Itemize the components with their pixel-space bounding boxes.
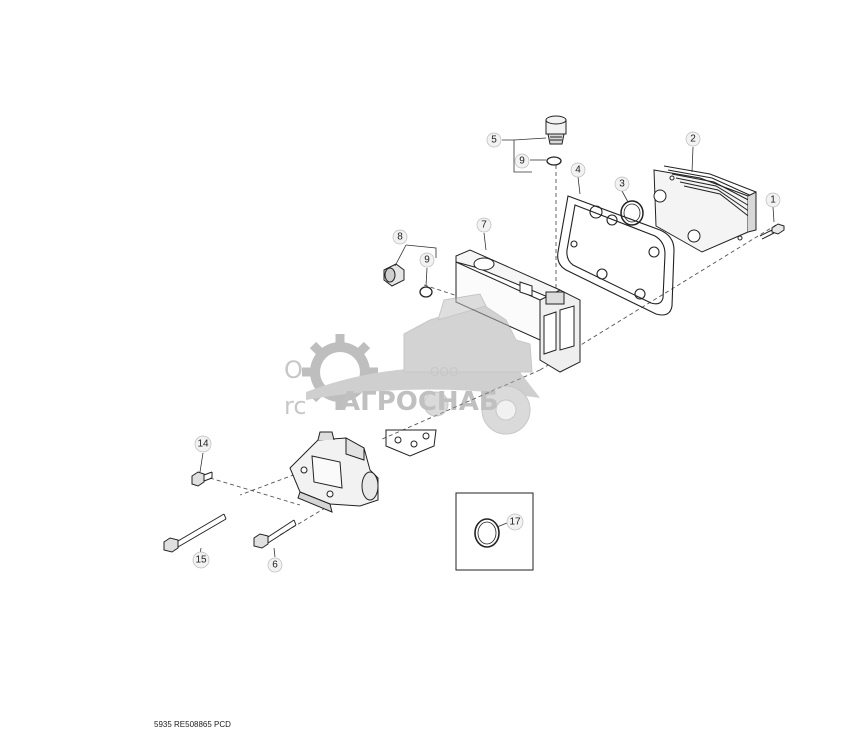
lower-gasket bbox=[385, 429, 437, 457]
callout-6: 6 bbox=[267, 557, 283, 573]
callout-2: 2 bbox=[685, 131, 701, 147]
callout-2-label: 2 bbox=[690, 134, 696, 145]
callout-14: 14 bbox=[194, 435, 212, 453]
watermark-company-name: АГРОСНАБ bbox=[340, 387, 499, 417]
watermark-fragment-2: rc bbox=[284, 392, 307, 420]
bolt-part-6 bbox=[253, 519, 297, 549]
plug-part-8 bbox=[383, 263, 405, 287]
cooler-housing-part-7 bbox=[455, 249, 581, 373]
watermark-logo: ООО АГРОСНАБ О rc bbox=[284, 293, 540, 435]
callout-3: 3 bbox=[614, 176, 630, 192]
callout-15: 15 bbox=[192, 551, 210, 569]
o-ring-part-3 bbox=[620, 200, 644, 226]
callout-17: 17 bbox=[506, 513, 524, 531]
drawing-reference-code: 5935 RE508865 PCD bbox=[154, 720, 231, 729]
bolt-part-1 bbox=[759, 223, 785, 240]
seal-ring-part-9-lower bbox=[419, 286, 433, 298]
callout-15-label: 15 bbox=[195, 555, 207, 566]
seal-ring-part-9-upper bbox=[546, 156, 562, 166]
callout-7-label: 7 bbox=[481, 220, 487, 231]
callout-9-upper-label: 9 bbox=[519, 156, 525, 167]
inset-box-part-17 bbox=[455, 492, 534, 571]
callout-5: 5 bbox=[486, 132, 502, 148]
callout-9-lower-label: 9 bbox=[424, 255, 430, 266]
filter-base-adapter bbox=[289, 431, 379, 513]
watermark-company-prefix: ООО bbox=[430, 365, 458, 379]
callout-7: 7 bbox=[476, 217, 492, 233]
watermark-fragment-1: О bbox=[284, 356, 303, 384]
oil-cooler-part-2 bbox=[653, 165, 757, 253]
bolt-part-14 bbox=[191, 471, 213, 487]
callout-4-label: 4 bbox=[575, 165, 581, 176]
swoosh-shape bbox=[306, 367, 540, 400]
callout-14-label: 14 bbox=[197, 439, 209, 450]
gasket-part-4 bbox=[557, 195, 675, 316]
callout-17-label: 17 bbox=[509, 517, 521, 528]
callout-6-label: 6 bbox=[272, 560, 278, 571]
callout-1: 1 bbox=[765, 192, 781, 208]
callout-5-label: 5 bbox=[491, 135, 497, 146]
callout-3-label: 3 bbox=[619, 179, 625, 190]
callout-9-upper: 9 bbox=[514, 153, 530, 169]
bolt-part-15 bbox=[163, 513, 227, 553]
callout-1-label: 1 bbox=[770, 195, 776, 206]
callout-9-lower: 9 bbox=[419, 252, 435, 268]
callout-4: 4 bbox=[570, 162, 586, 178]
harvester-icon bbox=[403, 293, 533, 435]
plug-part-5 bbox=[545, 115, 567, 145]
callout-8: 8 bbox=[392, 229, 408, 245]
callout-8-label: 8 bbox=[397, 232, 403, 243]
callouts: 1 2 3 4 5 6 7 8 bbox=[192, 131, 781, 573]
